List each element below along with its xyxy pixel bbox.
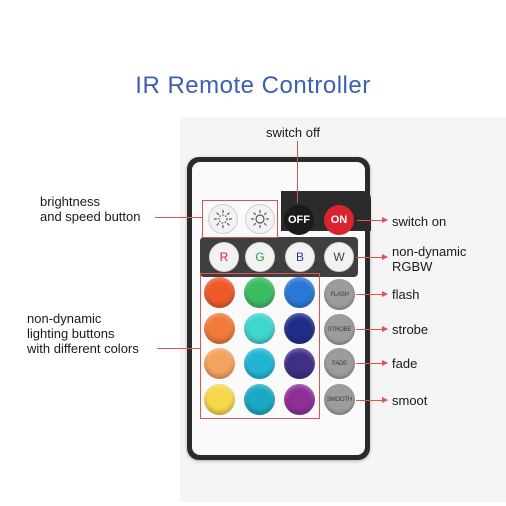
switch-on-label: switch on xyxy=(392,214,447,229)
lighting-label: non-dynamic lighting buttons with differ… xyxy=(27,311,139,356)
fade-button[interactable]: FADE xyxy=(324,348,355,379)
brightness-leader-line xyxy=(155,217,202,218)
page-title: IR Remote Controller xyxy=(135,72,371,99)
fade-arrow-icon xyxy=(382,360,388,366)
flash-arrow-icon xyxy=(382,291,388,297)
smooth-button[interactable]: SMOOTH xyxy=(324,384,355,415)
strobe-button[interactable]: STROBE xyxy=(324,314,355,345)
color-button-1[interactable] xyxy=(204,277,235,308)
smooth-leader-line xyxy=(356,400,387,401)
color-button-3[interactable] xyxy=(284,277,315,308)
fade-leader-line xyxy=(356,363,387,364)
strobe-leader-line xyxy=(356,329,387,330)
sun-icon xyxy=(250,209,270,229)
strobe-arrow-icon xyxy=(382,326,388,332)
sun-dotted-icon xyxy=(213,209,233,229)
rgbw-leader-line xyxy=(356,257,387,258)
color-grid-highlight-box xyxy=(200,273,320,419)
brightness-down-button[interactable] xyxy=(245,204,275,234)
rgbw-arrow-icon xyxy=(382,254,388,260)
color-button-6[interactable] xyxy=(284,313,315,344)
red-button[interactable]: R xyxy=(209,242,239,272)
on-button[interactable]: ON xyxy=(324,205,354,235)
brightness-up-button[interactable] xyxy=(208,204,238,234)
color-button-2[interactable] xyxy=(244,277,275,308)
color-button-9[interactable] xyxy=(284,348,315,379)
color-button-11[interactable] xyxy=(244,384,275,415)
switch-on-arrow-icon xyxy=(382,217,388,223)
flash-button[interactable]: FLASH xyxy=(324,279,355,310)
fade-label: fade xyxy=(392,356,418,371)
white-button[interactable]: W xyxy=(324,242,354,272)
color-button-4[interactable] xyxy=(204,313,235,344)
color-button-8[interactable] xyxy=(244,348,275,379)
rgbw-label: non-dynamic RGBW xyxy=(392,244,467,274)
brightness-label: brightness and speed button xyxy=(40,194,141,224)
smooth-label: smoot xyxy=(392,393,428,408)
flash-leader-line xyxy=(356,294,387,295)
switch-off-label: switch off xyxy=(266,125,320,140)
color-button-5[interactable] xyxy=(244,313,275,344)
smooth-arrow-icon xyxy=(382,397,388,403)
blue-button[interactable]: B xyxy=(285,242,315,272)
color-button-10[interactable] xyxy=(204,384,235,415)
color-button-7[interactable] xyxy=(204,348,235,379)
switch-on-leader-line xyxy=(357,220,387,221)
off-button[interactable]: OFF xyxy=(284,205,314,235)
switch-off-leader-line xyxy=(297,141,298,203)
lighting-leader-line xyxy=(157,348,200,349)
brightness-highlight-box xyxy=(202,200,278,238)
strobe-label: strobe xyxy=(392,322,429,337)
green-button[interactable]: G xyxy=(245,242,275,272)
flash-label: flash xyxy=(392,287,420,302)
color-button-12[interactable] xyxy=(284,384,315,415)
